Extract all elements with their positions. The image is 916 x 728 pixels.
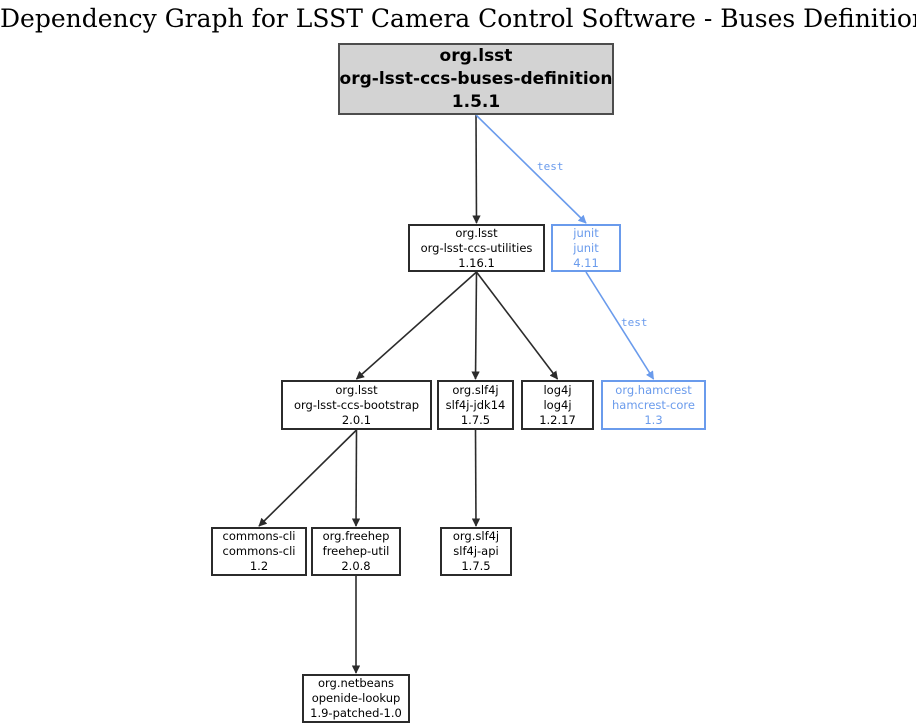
node-version: 1.7.5	[460, 412, 491, 427]
node-group: junit	[573, 225, 599, 240]
node-artifact: hamcrest-core	[612, 397, 695, 412]
node-version: 2.0.8	[341, 559, 371, 573]
node-artifact: junit	[573, 240, 599, 255]
node-artifact: commons-cli	[222, 544, 296, 558]
edge-label-scope: test	[537, 160, 564, 173]
node-artifact: org-lsst-ccs-utilities	[420, 240, 533, 255]
node-version: 1.16.1	[458, 255, 495, 270]
edge-utilities-to-slf4j-jdk14	[471, 271, 480, 380]
edge-paths	[258, 114, 655, 674]
node-artifact: log4j	[543, 397, 572, 412]
node-version: 1.2.17	[539, 412, 576, 427]
node-artifact: slf4j-jdk14	[445, 397, 506, 412]
node-group: log4j	[543, 382, 572, 397]
node-group: org.lsst	[335, 382, 378, 397]
node-group: org.slf4j	[452, 529, 500, 543]
node-artifact: org-lsst-ccs-bootstrap	[293, 397, 420, 412]
edge-buses-definition-to-junit	[475, 114, 587, 224]
edge-utilities-to-log4j	[475, 271, 559, 380]
node-group: org.lsst	[455, 225, 498, 240]
node-group: org.hamcrest	[615, 382, 692, 397]
edge-bootstrap-to-freehep-util	[351, 429, 361, 527]
node-artifact: openide-lookup	[311, 691, 401, 705]
node-version: 1.2	[249, 559, 269, 573]
node-version: 1.7.5	[461, 559, 491, 573]
edge-buses-definition-to-utilities	[472, 114, 481, 224]
edge-label-scope: test	[621, 316, 648, 329]
edge-junit-to-hamcrest-core	[585, 271, 655, 380]
node-version: 1.5.1	[451, 91, 501, 112]
node-artifact: org-lsst-ccs-buses-definition	[339, 68, 613, 89]
node-group: org.freehep	[322, 529, 390, 543]
node-version: 2.0.1	[341, 412, 372, 427]
node-group: org.slf4j	[452, 382, 499, 397]
edge-slf4j-jdk14-to-slf4j-api	[471, 429, 481, 527]
node-version: 1.9-patched-1.0	[310, 706, 402, 720]
edge-utilities-to-bootstrap	[355, 271, 478, 380]
page-title: Dependency Graph for LSST Camera Control…	[0, 4, 916, 33]
node-version: 4.11	[573, 255, 599, 270]
node-group: org.netbeans	[317, 676, 395, 690]
node-group: org.lsst	[439, 45, 513, 66]
node-group: commons-cli	[222, 529, 296, 543]
edge-bootstrap-to-commons-cli	[258, 429, 358, 527]
node-artifact: slf4j-api	[453, 544, 499, 558]
node-artifact: freehep-util	[322, 544, 390, 558]
node-version: 1.3	[644, 412, 663, 427]
